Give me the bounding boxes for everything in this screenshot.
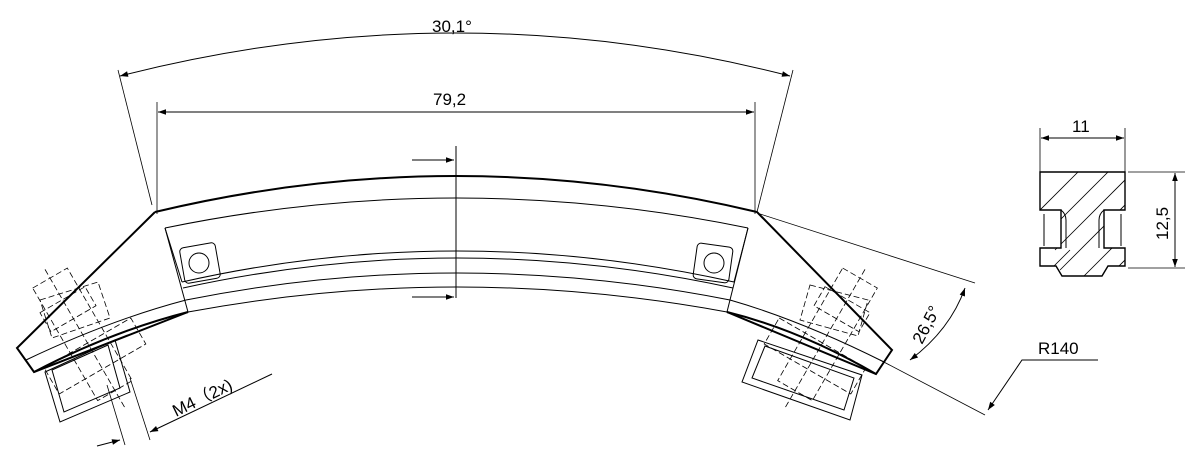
angle-30-label: 30,1°	[432, 17, 472, 36]
right-end-block	[726, 211, 894, 421]
angle-dimension-30: 30,1°	[117, 17, 794, 213]
center-section-mark	[412, 146, 457, 300]
profile-height-label: 12,5	[1153, 207, 1172, 240]
angle-26-label: 26,5°	[909, 303, 945, 347]
chord-label: 79,2	[433, 90, 466, 109]
thread-dimension: M4（2x)	[96, 373, 273, 447]
left-end-block	[15, 211, 189, 423]
radius-dimension: R140	[987, 339, 1098, 411]
thread-label: M4（2x)	[169, 375, 235, 420]
profile-width-label: 11	[1072, 117, 1090, 136]
chord-dimension: 79,2	[156, 90, 756, 214]
angle-dimension-26: 26,5°	[759, 213, 986, 416]
profile-section: 11 12,5	[1039, 117, 1185, 277]
screw-head-left	[179, 242, 221, 284]
radius-label: R140	[1038, 339, 1079, 358]
screw-head-right	[692, 242, 734, 284]
